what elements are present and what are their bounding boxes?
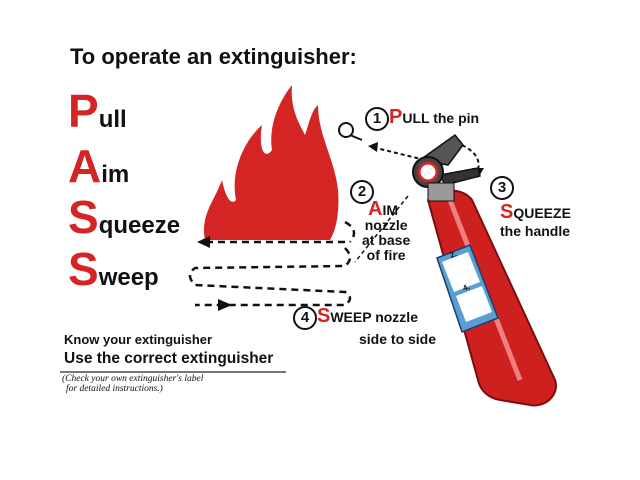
pass-letter: P xyxy=(68,85,99,137)
step-2-heading: AIM xyxy=(368,198,398,221)
note-line: (Check your own extinguisher's label xyxy=(62,374,204,384)
step-text: IM xyxy=(382,202,399,218)
pass-word: ull xyxy=(98,106,127,133)
arrow-head-icon xyxy=(368,142,378,152)
step-2-number-wrap: 2 xyxy=(350,180,374,204)
step-line: side to side xyxy=(359,331,437,347)
step-cap: S xyxy=(500,201,514,223)
step-number: 1 xyxy=(365,107,389,131)
pass-word: queeze xyxy=(98,212,181,239)
step-3-label: SQUEEZE the handle xyxy=(500,201,571,240)
squeeze-arrow xyxy=(461,144,480,171)
step-cap: P xyxy=(389,106,403,128)
arrow-head-icon xyxy=(197,236,210,248)
pass-letter: A xyxy=(68,140,102,192)
aim-arrow xyxy=(354,195,409,263)
page-title: To operate an extinguisher: xyxy=(70,44,357,69)
pass-word: weep xyxy=(98,264,159,291)
note-line: for detailed instructions.) xyxy=(66,384,163,394)
flame-icon xyxy=(203,85,339,240)
step-3-number-wrap: 3 xyxy=(490,176,514,200)
step-text: ULL the pin xyxy=(402,110,480,126)
step-text: WEEP nozzle xyxy=(330,309,418,325)
pass-squeeze: Squeeze xyxy=(68,194,180,240)
step-cap: S xyxy=(317,305,331,327)
sweep-path-arrows xyxy=(188,220,356,307)
pass-letter: S xyxy=(68,191,99,243)
step-number: 2 xyxy=(350,180,374,204)
pin-icon xyxy=(338,122,363,141)
step-line: at base xyxy=(362,232,411,248)
pass-word: im xyxy=(101,161,130,188)
step-line: the handle xyxy=(500,223,571,239)
divider xyxy=(60,371,286,373)
step-text: QUEEZE xyxy=(513,205,571,221)
pin-arrow xyxy=(371,146,426,161)
step-number: 4 xyxy=(293,306,317,330)
step-number: 3 xyxy=(490,176,514,200)
use-correct-text: Use the correct extinguisher xyxy=(64,350,274,367)
pass-aim: Aim xyxy=(68,143,129,189)
extinguisher-icon xyxy=(412,133,557,407)
step-cap: A xyxy=(368,198,383,220)
step-2-detail: nozzle at base of fire xyxy=(362,218,410,263)
label-note: (Check your own extinguisher's label for… xyxy=(62,374,203,394)
pass-letter: S xyxy=(68,243,99,295)
step-line: of fire xyxy=(366,247,406,263)
pass-sweep: Sweep xyxy=(68,246,159,292)
pass-pull: Pull xyxy=(68,88,127,134)
step-line: nozzle xyxy=(364,217,408,233)
arrow-head-icon xyxy=(218,299,232,311)
know-extinguisher-text: Know your extinguisher xyxy=(64,332,213,347)
